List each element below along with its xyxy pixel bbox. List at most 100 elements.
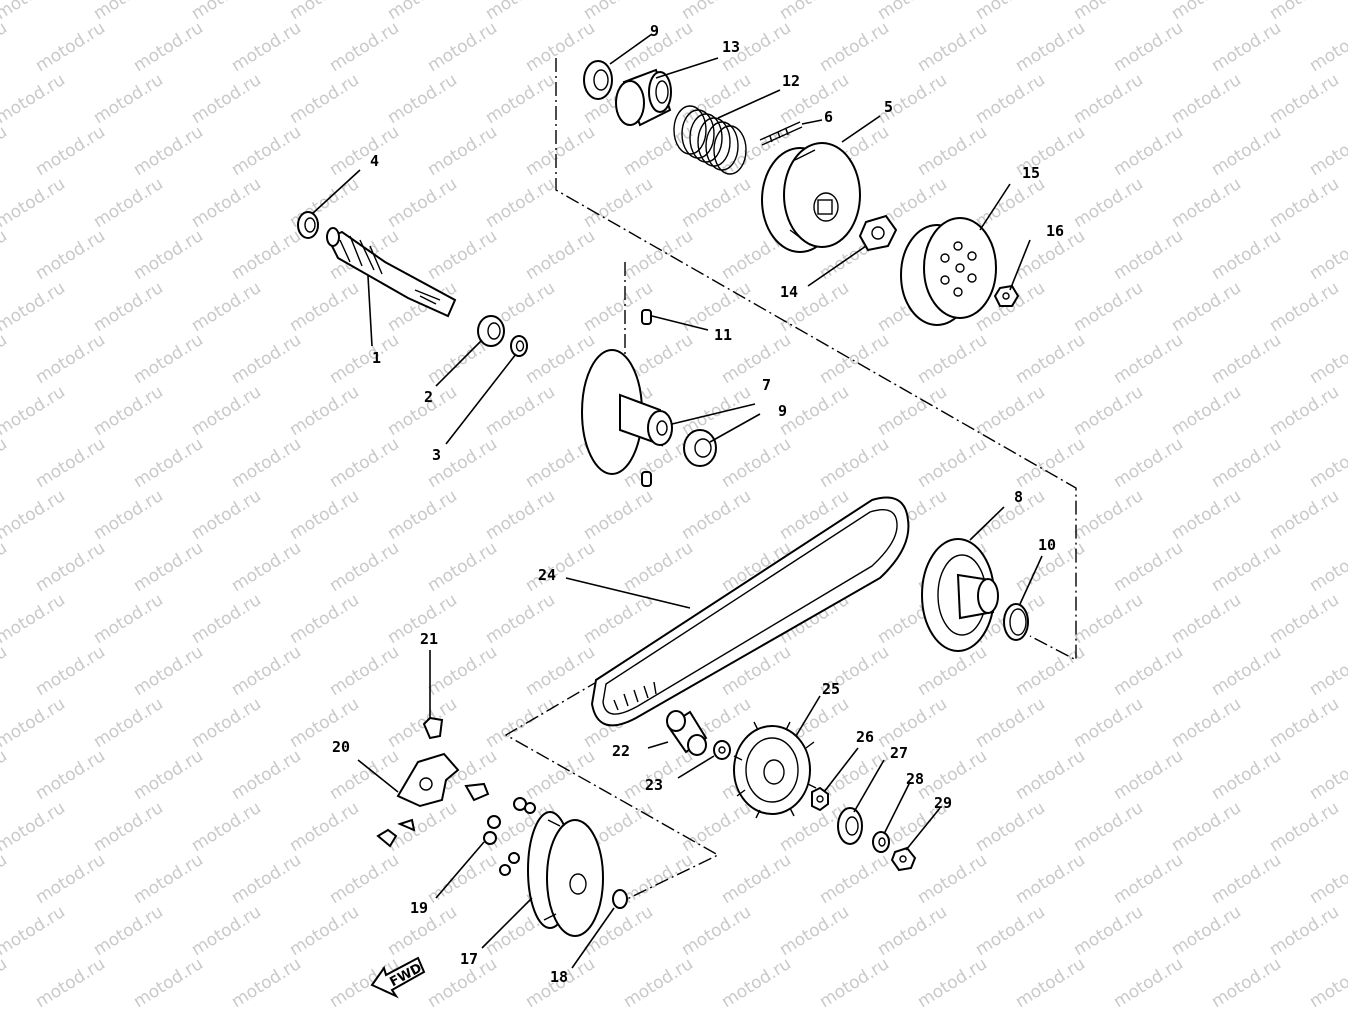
watermark-text: motod.ru xyxy=(1110,954,1187,1011)
watermark-text: motod.ru xyxy=(522,538,599,596)
part-label-11: 11 xyxy=(714,326,732,344)
part-collar-13 xyxy=(615,68,672,127)
watermark-text: motod.ru xyxy=(228,954,305,1011)
watermark-text: motod.ru xyxy=(90,382,167,440)
watermark-text: motod.ru xyxy=(384,694,461,752)
watermark-text: motod.ru xyxy=(914,850,991,908)
watermark-text: motod.ru xyxy=(1012,954,1089,1011)
part-label-1: 1 xyxy=(372,349,381,367)
watermark-text: motod.ru xyxy=(188,70,265,128)
part-label-23: 23 xyxy=(645,776,663,794)
watermark-text: motod.ru xyxy=(90,0,167,24)
watermark-text: motod.ru xyxy=(326,122,403,180)
part-label-10: 10 xyxy=(1038,536,1056,554)
watermark-text: motod.ru xyxy=(1306,122,1348,180)
part-seal-9-top xyxy=(583,60,613,100)
part-spring-12 xyxy=(673,105,747,175)
watermark-text: motod.ru xyxy=(90,694,167,752)
watermark-text: motod.ru xyxy=(1070,694,1147,752)
part-label-27: 27 xyxy=(890,744,908,762)
watermark-text: motod.ru xyxy=(1110,538,1187,596)
watermark-text: motod.ru xyxy=(0,538,11,596)
part-cam-20 xyxy=(376,752,490,848)
watermark-text: motod.ru xyxy=(914,18,991,76)
watermark-text: motod.ru xyxy=(678,798,755,856)
watermark-text: motod.ru xyxy=(482,174,559,232)
watermark-text: motod.ru xyxy=(384,174,461,232)
watermark-text: motod.ru xyxy=(0,590,69,648)
watermark-text: motod.ru xyxy=(522,746,599,804)
watermark-text: motod.ru xyxy=(1070,70,1147,128)
watermark-text: motod.ru xyxy=(188,798,265,856)
part-label-28: 28 xyxy=(906,770,924,788)
part-label-8: 8 xyxy=(1014,488,1023,506)
watermark-text: motod.ru xyxy=(1306,226,1348,284)
watermark-text: motod.ru xyxy=(914,434,991,492)
watermark-text: motod.ru xyxy=(0,18,11,76)
watermark-text: motod.ru xyxy=(1168,590,1245,648)
part-pin-6 xyxy=(759,121,803,146)
watermark-text: motod.ru xyxy=(914,746,991,804)
watermark-text: motod.ru xyxy=(130,330,207,388)
watermark-text: motod.ru xyxy=(188,694,265,752)
watermark-text: motod.ru xyxy=(0,434,11,492)
watermark-text: motod.ru xyxy=(776,902,853,960)
watermark-text: motod.ru xyxy=(816,18,893,76)
watermark-text: motod.ru xyxy=(1266,694,1343,752)
part-label-15: 15 xyxy=(1022,164,1040,182)
watermark-text: motod.ru xyxy=(1266,590,1343,648)
watermark-text: motod.ru xyxy=(228,746,305,804)
watermark-text: motod.ru xyxy=(776,382,853,440)
part-oil-seal-4 xyxy=(297,211,319,239)
part-collar-22 xyxy=(666,710,708,756)
watermark-text: motod.ru xyxy=(32,642,109,700)
watermark-text: motod.ru xyxy=(0,174,69,232)
watermark-text: motod.ru xyxy=(1266,278,1343,336)
part-label-9-top: 9 xyxy=(650,22,659,40)
watermark-text: motod.ru xyxy=(286,486,363,544)
watermark-text: motod.ru xyxy=(188,174,265,232)
watermark-text: motod.ru xyxy=(424,850,501,908)
watermark-text: motod.ru xyxy=(1208,226,1285,284)
part-label-7: 7 xyxy=(762,376,771,394)
watermark-text: motod.ru xyxy=(580,486,657,544)
watermark-text: motod.ru xyxy=(326,18,403,76)
watermark-text: motod.ru xyxy=(228,642,305,700)
watermark-text: motod.ru xyxy=(718,850,795,908)
part-collar-18 xyxy=(612,889,628,909)
watermark-text: motod.ru xyxy=(286,382,363,440)
watermark-text: motod.ru xyxy=(816,954,893,1011)
watermark-text: motod.ru xyxy=(0,382,69,440)
part-label-4: 4 xyxy=(370,152,379,170)
watermark-text: motod.ru xyxy=(1168,70,1245,128)
watermark-text: motod.ru xyxy=(482,70,559,128)
watermark-text: motod.ru xyxy=(32,434,109,492)
part-label-13: 13 xyxy=(722,38,740,56)
watermark-text: motod.ru xyxy=(0,902,69,960)
watermark-text: motod.ru xyxy=(914,954,991,1011)
watermark-text: motod.ru xyxy=(1110,850,1187,908)
watermark-text: motod.ru xyxy=(130,226,207,284)
part-washer-26 xyxy=(811,786,829,812)
part-clutch-carrier-5 xyxy=(761,142,861,253)
watermark-text: motod.ru xyxy=(424,538,501,596)
watermark-text: motod.ru xyxy=(130,434,207,492)
watermark-text: motod.ru xyxy=(816,850,893,908)
watermark-text: motod.ru xyxy=(1110,18,1187,76)
watermark-text: motod.ru xyxy=(1266,902,1343,960)
watermark-text: motod.ru xyxy=(1208,642,1285,700)
part-label-24: 24 xyxy=(538,566,556,584)
part-label-14: 14 xyxy=(780,283,798,301)
watermark-text: motod.ru xyxy=(326,642,403,700)
watermark-text: motod.ru xyxy=(424,18,501,76)
part-labels: 4 1 2 3 5 6 7 8 9 9 10 11 12 13 14 15 16… xyxy=(332,22,1064,986)
watermark-text: motod.ru xyxy=(1266,174,1343,232)
watermark-text: motod.ru xyxy=(1306,642,1348,700)
watermark-text: motod.ru xyxy=(32,18,109,76)
watermark-text: motod.ru xyxy=(972,70,1049,128)
watermark-text: motod.ru xyxy=(130,850,207,908)
watermark-text: motod.ru xyxy=(580,174,657,232)
part-washer-23 xyxy=(713,740,731,760)
part-ratchet-27 xyxy=(837,807,863,845)
watermark-text: motod.ru xyxy=(0,278,69,336)
